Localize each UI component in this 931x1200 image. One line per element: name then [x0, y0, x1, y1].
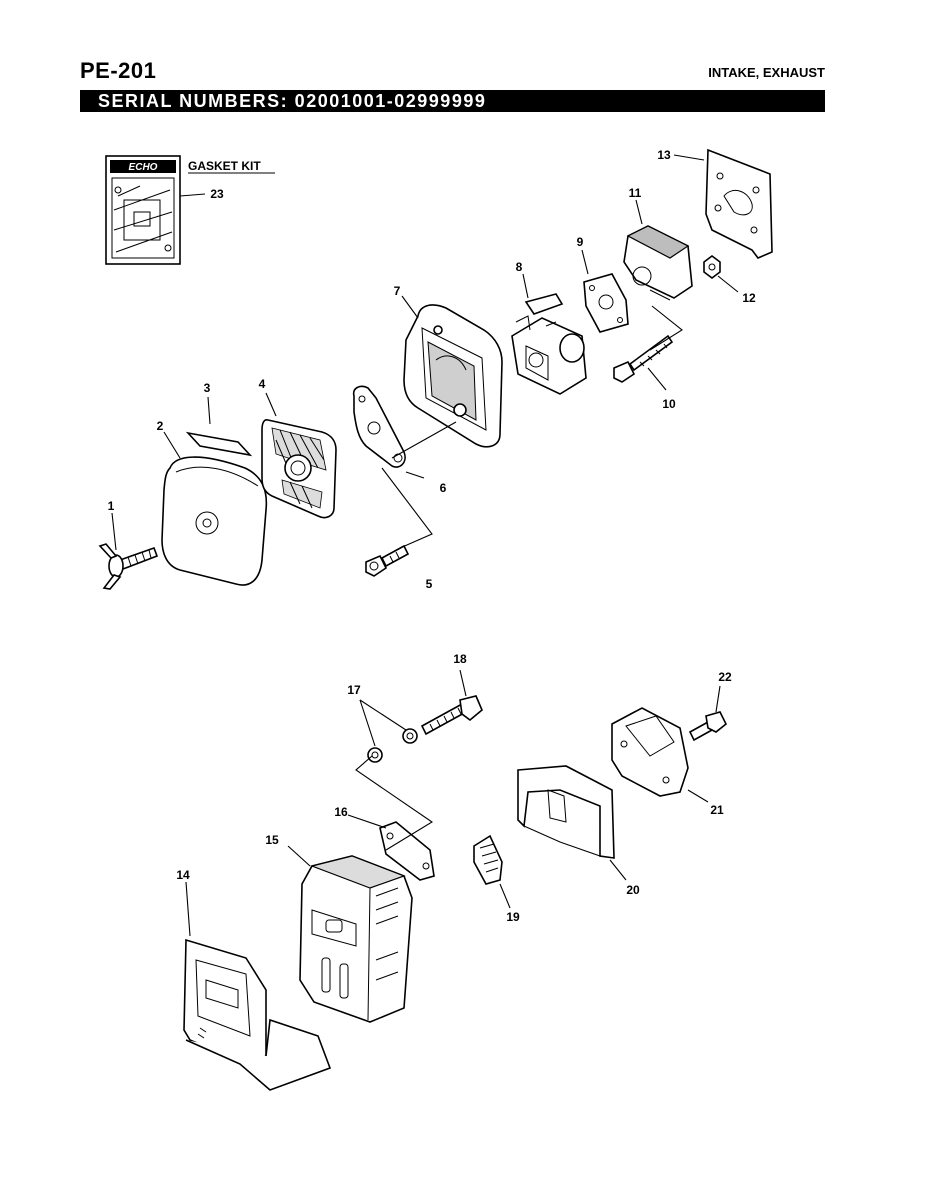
callout-13: 13	[657, 148, 671, 162]
leader-lines	[111, 154, 739, 937]
callout-5: 5	[426, 577, 433, 591]
part-12-nut	[703, 255, 721, 279]
callout-1: 1	[108, 499, 115, 513]
callout-23: 23	[210, 187, 224, 201]
callout-4: 4	[259, 377, 266, 391]
part-9-carburetor-gasket	[583, 273, 629, 333]
gasket-kit-label: GASKET KIT	[188, 159, 261, 173]
part-7-air-cleaner-case	[403, 304, 503, 448]
callout-19: 19	[506, 910, 520, 924]
part-6-bracket	[352, 385, 406, 468]
part-2-air-cleaner-cover	[161, 456, 268, 586]
echo-logo: ECHO	[129, 162, 158, 173]
callout-3: 3	[204, 381, 211, 395]
callout-21: 21	[710, 803, 724, 817]
callout-22: 22	[718, 670, 732, 684]
part-17-washers	[367, 728, 418, 763]
part-14-muffler-guard	[183, 938, 332, 1091]
callout-10: 10	[662, 397, 676, 411]
part-20-deflector	[517, 765, 615, 859]
part-1-wing-bolt	[98, 543, 159, 590]
callout-7: 7	[394, 284, 401, 298]
part-16-plate	[379, 821, 435, 881]
callout-2: 2	[157, 419, 164, 433]
section-title: INTAKE, EXHAUST	[708, 65, 825, 80]
callout-8: 8	[516, 260, 523, 274]
callout-15: 15	[265, 833, 279, 847]
part-11-insulator	[623, 225, 693, 301]
gasket-kit-package: ECHO	[105, 155, 181, 265]
part-10-bolt	[613, 334, 674, 383]
part-22-bolt	[688, 711, 728, 742]
callout-11: 11	[629, 186, 642, 200]
part-13-gasket	[705, 148, 773, 259]
callout-9: 9	[577, 235, 584, 249]
callout-6: 6	[440, 481, 447, 495]
part-8-carburetor	[511, 293, 587, 395]
model-number: PE-201	[80, 58, 157, 83]
callout-14: 14	[176, 868, 190, 882]
part-4-filter	[261, 419, 337, 519]
part-15-muffler	[299, 855, 413, 1023]
callout-17: 17	[347, 683, 361, 697]
serial-numbers-bar: SERIAL NUMBERS: 02001001-02999999	[80, 90, 825, 112]
part-21-exhaust-gasket	[611, 707, 689, 797]
callout-16: 16	[334, 805, 348, 819]
part-5-bolt	[365, 544, 410, 577]
callout-20: 20	[626, 883, 640, 897]
part-3-filter-element	[185, 431, 253, 457]
callout-18: 18	[453, 652, 467, 666]
part-18-bolt	[420, 695, 483, 736]
part-19-spark-screen	[473, 834, 503, 885]
callout-12: 12	[742, 291, 756, 305]
